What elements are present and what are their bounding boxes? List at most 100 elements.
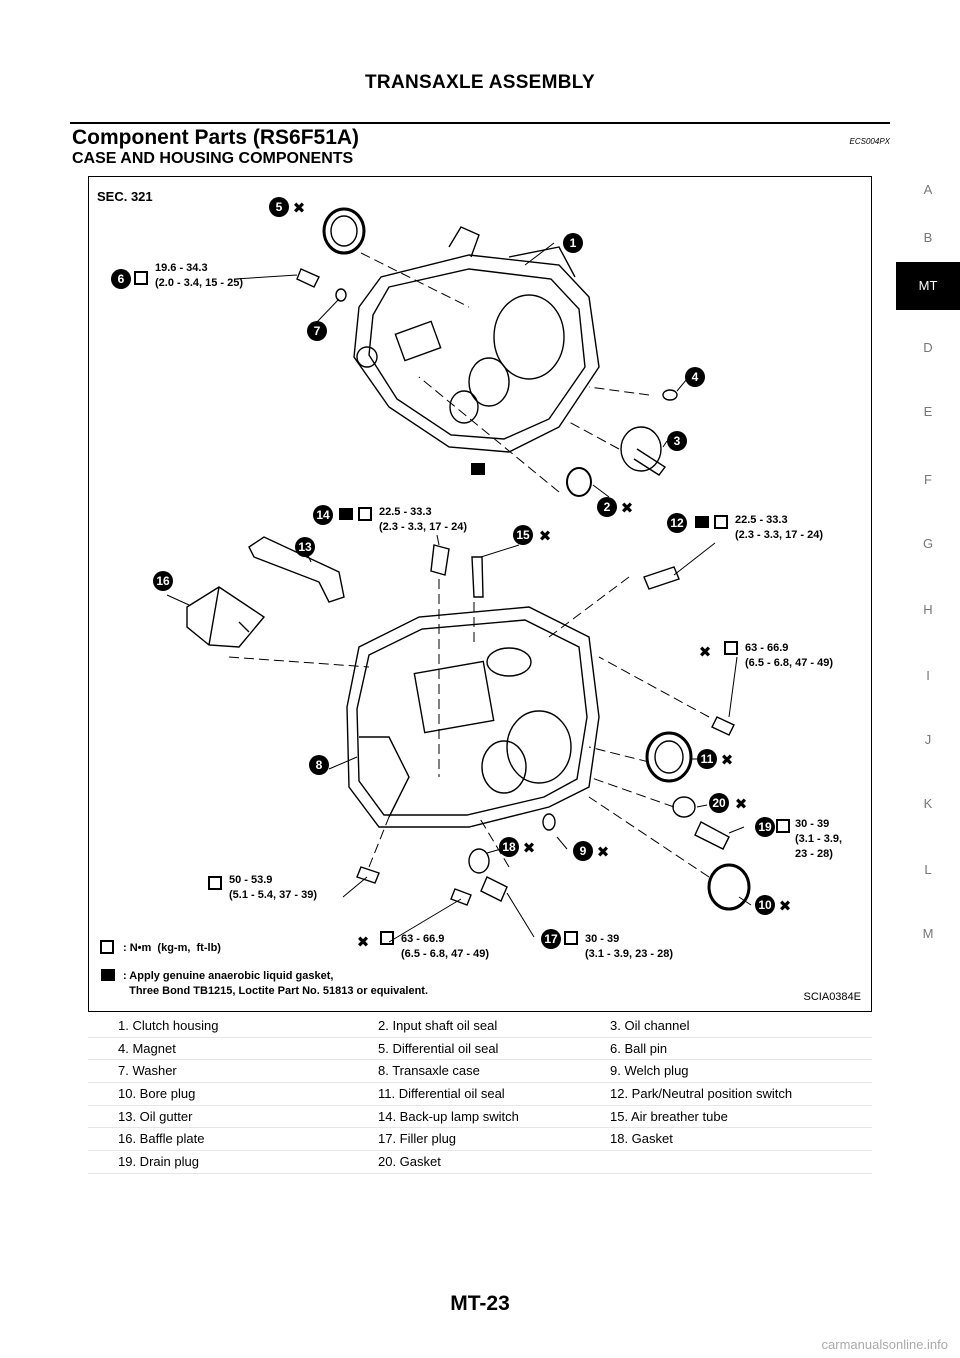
svg-text:✖: ✖ bbox=[779, 897, 792, 915]
header-rule bbox=[70, 122, 890, 124]
svg-text:8: 8 bbox=[316, 758, 323, 772]
parts-row: 10. Bore plug 11. Differential oil seal … bbox=[88, 1083, 872, 1106]
part-item: 11. Differential oil seal bbox=[378, 1086, 505, 1102]
svg-text:✖: ✖ bbox=[539, 527, 552, 545]
side-index-a[interactable]: A bbox=[923, 182, 933, 197]
page-header-title: TRANSAXLE ASSEMBLY bbox=[365, 72, 595, 93]
side-index-f[interactable]: F bbox=[924, 472, 932, 487]
svg-text:15: 15 bbox=[516, 528, 530, 542]
part-item: 2. Input shaft oil seal bbox=[378, 1018, 498, 1033]
svg-text:✖: ✖ bbox=[597, 843, 610, 861]
svg-text:14: 14 bbox=[316, 508, 330, 522]
parts-row: 19. Drain plug 20. Gasket bbox=[88, 1151, 872, 1174]
svg-text:✖: ✖ bbox=[357, 933, 370, 951]
svg-text:13: 13 bbox=[298, 540, 312, 554]
svg-text:✖: ✖ bbox=[293, 199, 306, 217]
callout-8: 8 bbox=[309, 755, 329, 775]
callout-9: 9 bbox=[573, 841, 593, 861]
side-index-b[interactable]: B bbox=[923, 230, 933, 245]
torque-spec-14: 22.5 - 33.3 (2.3 - 3.3, 17 - 24) bbox=[379, 506, 468, 533]
side-index-g[interactable]: G bbox=[922, 536, 934, 551]
torque-spec-17: 30 - 39 (3.1 - 3.9, 23 - 28) bbox=[585, 933, 674, 960]
part-item: 6. Ball pin bbox=[610, 1040, 668, 1056]
section-code: ECS004PX bbox=[849, 137, 890, 146]
torque-icons bbox=[100, 271, 790, 954]
torque-spec-19: 30 - 39 (3.1 - 3.9, 23 - 28) bbox=[795, 818, 843, 860]
svg-text:11: 11 bbox=[701, 752, 714, 766]
part-item: 3. Oil channel bbox=[610, 1018, 690, 1033]
part-item: 12. Park/Neutral position switch bbox=[610, 1086, 793, 1102]
callout-15: 15 bbox=[513, 525, 533, 545]
callout-12: 12 bbox=[667, 513, 687, 533]
side-index-i[interactable]: I bbox=[926, 668, 930, 683]
torque-spec-lower: 63 - 66.9 (6.5 - 6.8, 47 - 49) bbox=[401, 933, 490, 960]
parts-list: 1. Clutch housing 2. Input shaft oil sea… bbox=[88, 1015, 872, 1174]
sec-label: SEC. 321 bbox=[97, 189, 153, 204]
exploded-view-figure: SEC. 321 bbox=[88, 176, 872, 1012]
legend-torque-units: : N•m (kg-m, ft-lb) bbox=[123, 942, 221, 954]
side-index-d[interactable]: D bbox=[923, 340, 933, 355]
svg-text:17: 17 bbox=[544, 932, 558, 946]
part-item: 7. Washer bbox=[118, 1063, 177, 1079]
torque-spec-6: 19.6 - 34.3 (2.0 - 3.4, 15 - 25) bbox=[155, 262, 244, 289]
svg-text:3: 3 bbox=[674, 434, 681, 448]
svg-text:7: 7 bbox=[314, 324, 321, 338]
part-item: 14. Back-up lamp switch bbox=[378, 1108, 519, 1124]
part-item: 17. Filler plug bbox=[378, 1131, 457, 1147]
callout-13: 13 bbox=[295, 537, 315, 557]
section-title: Component Parts (RS6F51A) bbox=[72, 126, 360, 149]
torque-spec-12: 22.5 - 33.3 (2.3 - 3.3, 17 - 24) bbox=[735, 514, 824, 541]
side-index-e[interactable]: E bbox=[923, 404, 933, 419]
callout-11: 11 bbox=[697, 749, 717, 769]
part-item: 20. Gasket bbox=[378, 1154, 441, 1170]
svg-text:✖: ✖ bbox=[523, 839, 536, 857]
callout-1: 1 bbox=[563, 233, 583, 253]
svg-text:10: 10 bbox=[758, 898, 772, 912]
svg-text:9: 9 bbox=[580, 844, 587, 858]
part-item: 18. Gasket bbox=[610, 1131, 673, 1147]
callout-17: 17 bbox=[541, 929, 561, 949]
parts-row: 13. Oil gutter 14. Back-up lamp switch 1… bbox=[88, 1106, 872, 1129]
page-number: MT-23 bbox=[450, 1292, 510, 1315]
callout-2: 2 bbox=[597, 497, 617, 517]
parts-row: 16. Baffle plate 17. Filler plug 18. Gas… bbox=[88, 1128, 872, 1152]
parts-row: 1. Clutch housing 2. Input shaft oil sea… bbox=[88, 1015, 872, 1038]
side-index-k[interactable]: K bbox=[923, 796, 933, 811]
parts-row: 4. Magnet 5. Differential oil seal 6. Ba… bbox=[88, 1038, 872, 1061]
callout-14: 14 bbox=[313, 505, 333, 525]
gasket-icons bbox=[101, 463, 709, 981]
svg-text:✖: ✖ bbox=[721, 751, 734, 769]
svg-text:6: 6 bbox=[118, 272, 125, 286]
part-item: 8. Transaxle case bbox=[378, 1063, 480, 1079]
callout-19: 19 bbox=[755, 817, 775, 837]
svg-text:2: 2 bbox=[604, 500, 611, 514]
side-index-h[interactable]: H bbox=[923, 602, 933, 617]
svg-text:4: 4 bbox=[692, 370, 699, 384]
svg-text:16: 16 bbox=[156, 574, 170, 588]
callout-4: 4 bbox=[685, 367, 705, 387]
callout-5: 5 bbox=[269, 197, 289, 217]
side-index-l[interactable]: L bbox=[924, 862, 932, 877]
side-index-m[interactable]: M bbox=[922, 926, 934, 941]
part-item: 1. Clutch housing bbox=[118, 1018, 219, 1033]
part-item: 5. Differential oil seal bbox=[378, 1040, 499, 1056]
figure-code: SCIA0384E bbox=[803, 991, 861, 1003]
svg-text:12: 12 bbox=[670, 516, 684, 530]
svg-text:✖: ✖ bbox=[735, 795, 748, 813]
replace-mark-icons: ✖ ✖ ✖ ✖ ✖ ✖ ✖ ✖ ✖ ✖ bbox=[293, 199, 792, 951]
side-index-j[interactable]: J bbox=[924, 732, 932, 747]
torque-spec-case-bolt: 50 - 53.9 (5.1 - 5.4, 37 - 39) bbox=[229, 874, 318, 901]
parts-row: 7. Washer 8. Transaxle case 9. Welch plu… bbox=[88, 1060, 872, 1084]
callout-3: 3 bbox=[667, 431, 687, 451]
part-item: 10. Bore plug bbox=[118, 1086, 196, 1102]
callout-18: 18 bbox=[499, 837, 519, 857]
side-index-mt[interactable]: MT bbox=[896, 262, 960, 310]
svg-text:✖: ✖ bbox=[699, 643, 712, 661]
svg-text:5: 5 bbox=[276, 200, 283, 214]
watermark[interactable]: carmanualsonline.info bbox=[821, 1337, 948, 1352]
part-item: 4. Magnet bbox=[118, 1040, 176, 1056]
section-subtitle: CASE AND HOUSING COMPONENTS bbox=[72, 150, 354, 167]
torque-spec-drain-bolt: 63 - 66.9 (6.5 - 6.8, 47 - 49) bbox=[745, 642, 834, 669]
part-item: 19. Drain plug bbox=[118, 1154, 199, 1170]
callout-10: 10 bbox=[755, 895, 775, 915]
